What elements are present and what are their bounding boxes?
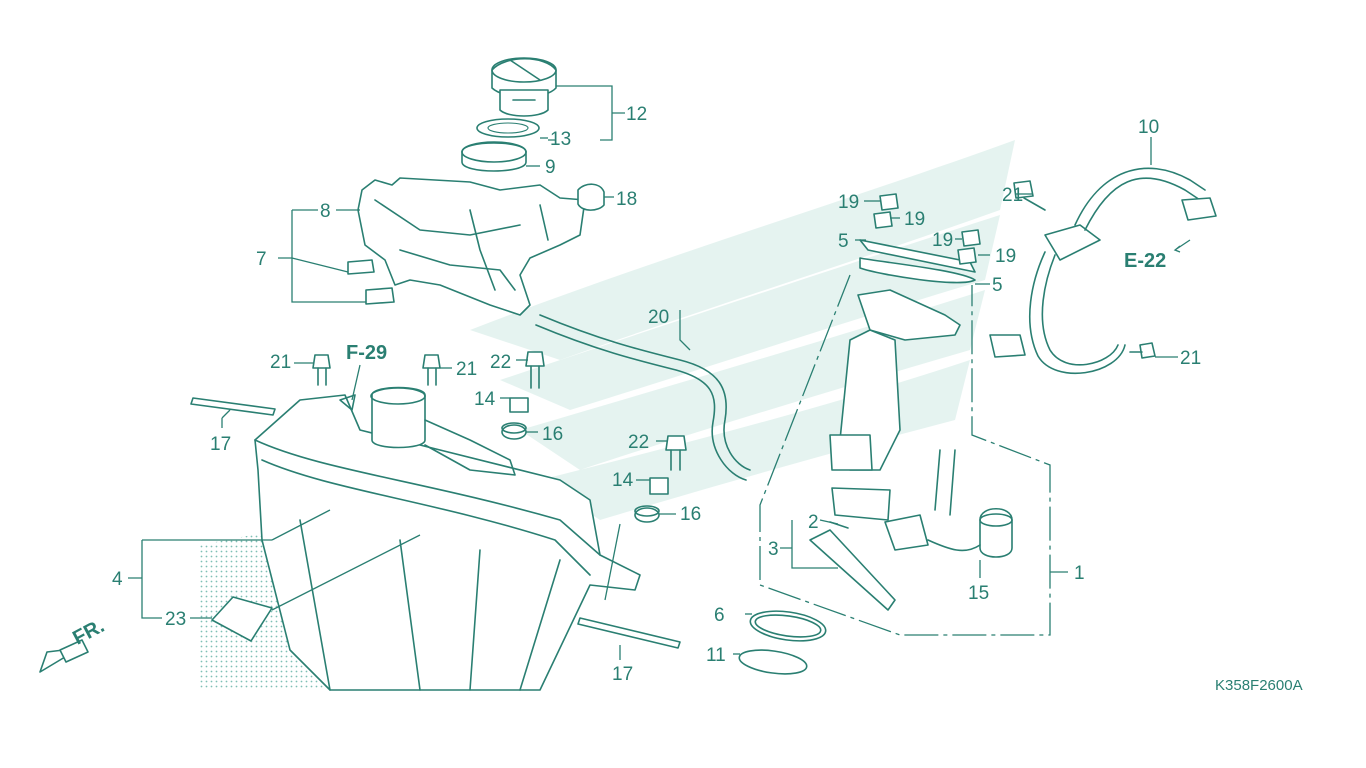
callout-12: 12 (626, 104, 647, 125)
callout-20: 20 (648, 307, 669, 328)
o-rings (738, 610, 827, 675)
leader-lines (128, 85, 1191, 660)
callout-11: 11 (706, 645, 726, 666)
callout-22-upper: 22 (490, 352, 511, 373)
pump-nuts (873, 193, 981, 265)
callout-1: 1 (1074, 563, 1085, 584)
bolts (312, 180, 1156, 523)
callout-3: 3 (768, 539, 779, 560)
rubber-pads (347, 259, 395, 305)
tank-bracket (357, 177, 586, 316)
callout-8: 8 (320, 201, 331, 222)
callout-18: 18 (616, 189, 637, 210)
callout-21-hose-upper: 21 (1002, 185, 1023, 206)
callout-19-d: 19 (995, 246, 1016, 267)
breather-hose (535, 314, 751, 481)
callout-labels: 12 13 9 18 8 7 21 21 22 14 16 17 22 14 1… (112, 104, 1201, 685)
callout-2: 2 (808, 512, 819, 533)
callout-21-tank-left: 21 (270, 352, 291, 373)
fuel-tank (254, 386, 641, 691)
callout-14-lower: 14 (612, 470, 634, 491)
assembly-outline (759, 274, 1051, 636)
callout-23: 23 (165, 609, 186, 630)
fuel-hose (989, 167, 1217, 375)
callout-5-lower: 5 (992, 275, 1003, 296)
callout-5-upper: 5 (838, 231, 849, 252)
fuel-pump-assembly (829, 289, 1013, 558)
callout-17-left: 17 (210, 434, 231, 455)
callout-19-b: 19 (904, 209, 925, 230)
callout-19-c: 19 (932, 230, 953, 251)
callout-16-upper: 16 (542, 424, 563, 445)
front-direction-arrow (39, 639, 89, 673)
callout-19-a: 19 (838, 192, 859, 213)
fuel-filter (809, 521, 896, 611)
callout-15: 15 (968, 583, 989, 604)
cap-packing (476, 118, 540, 138)
callout-21-tank-mid: 21 (456, 359, 477, 380)
callout-9: 9 (545, 157, 556, 178)
callout-14-upper: 14 (474, 389, 496, 410)
trim-strips (190, 397, 681, 649)
callout-16-lower: 16 (680, 504, 701, 525)
reference-e22: E-22 (1124, 250, 1166, 272)
callout-7: 7 (256, 249, 267, 270)
reference-f29: F-29 (346, 342, 387, 364)
diagram-code: K358F2600A (1215, 677, 1303, 694)
callout-13: 13 (550, 129, 571, 150)
callout-4: 4 (112, 569, 123, 590)
cap-ring (461, 141, 527, 172)
callout-17-right: 17 (612, 664, 633, 685)
gaskets (859, 239, 976, 284)
grommet-18 (577, 183, 605, 211)
callout-10: 10 (1138, 117, 1159, 138)
fuel-cap (491, 57, 557, 117)
callout-21-hose-lower: 21 (1180, 348, 1201, 369)
sticker-23 (211, 596, 273, 642)
callout-22-lower: 22 (628, 432, 649, 453)
callout-6: 6 (714, 605, 725, 626)
